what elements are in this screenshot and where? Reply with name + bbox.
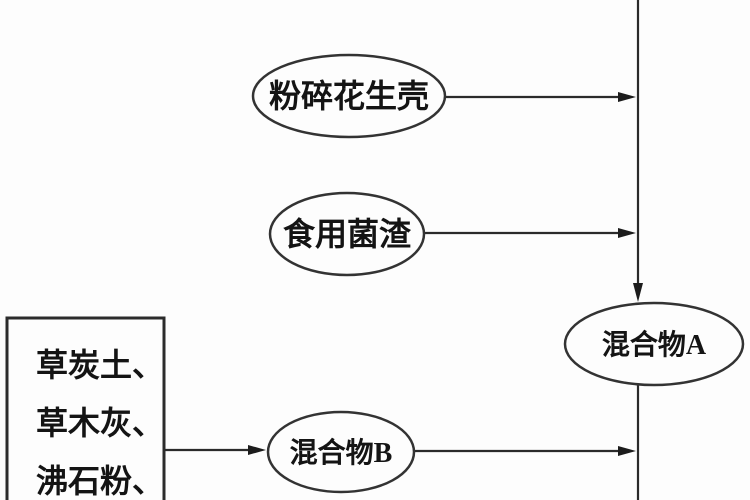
arrowhead-fungus-residue-icon <box>618 228 636 238</box>
additives-box-line-2: 草木灰、 <box>36 405 164 441</box>
node-mixture-a <box>563 301 745 387</box>
node-edible-fungus-residue <box>268 191 426 277</box>
node-edible-fungus-residue-label: 食用菌渣 <box>283 216 412 252</box>
arrowhead-mixture-b-icon <box>248 445 266 455</box>
additives-box-line-1: 草炭土、 <box>36 347 164 383</box>
arrowhead-peanut-shell-icon <box>618 92 636 102</box>
arrowhead-mixture-b-to-line-icon <box>618 446 636 456</box>
node-mixture-a-label: 混合物A <box>602 328 707 361</box>
node-mixture-b <box>266 410 416 494</box>
node-crushed-peanut-shell <box>251 53 447 139</box>
node-crushed-peanut-shell-label: 粉碎花生壳 <box>269 78 429 114</box>
additives-box-line-3: 沸石粉、 <box>36 463 164 499</box>
node-mixture-b-label: 混合物B <box>290 436 393 469</box>
arrowhead-into-mixture-a-icon <box>633 283 643 302</box>
node-additives-box <box>5 316 166 500</box>
